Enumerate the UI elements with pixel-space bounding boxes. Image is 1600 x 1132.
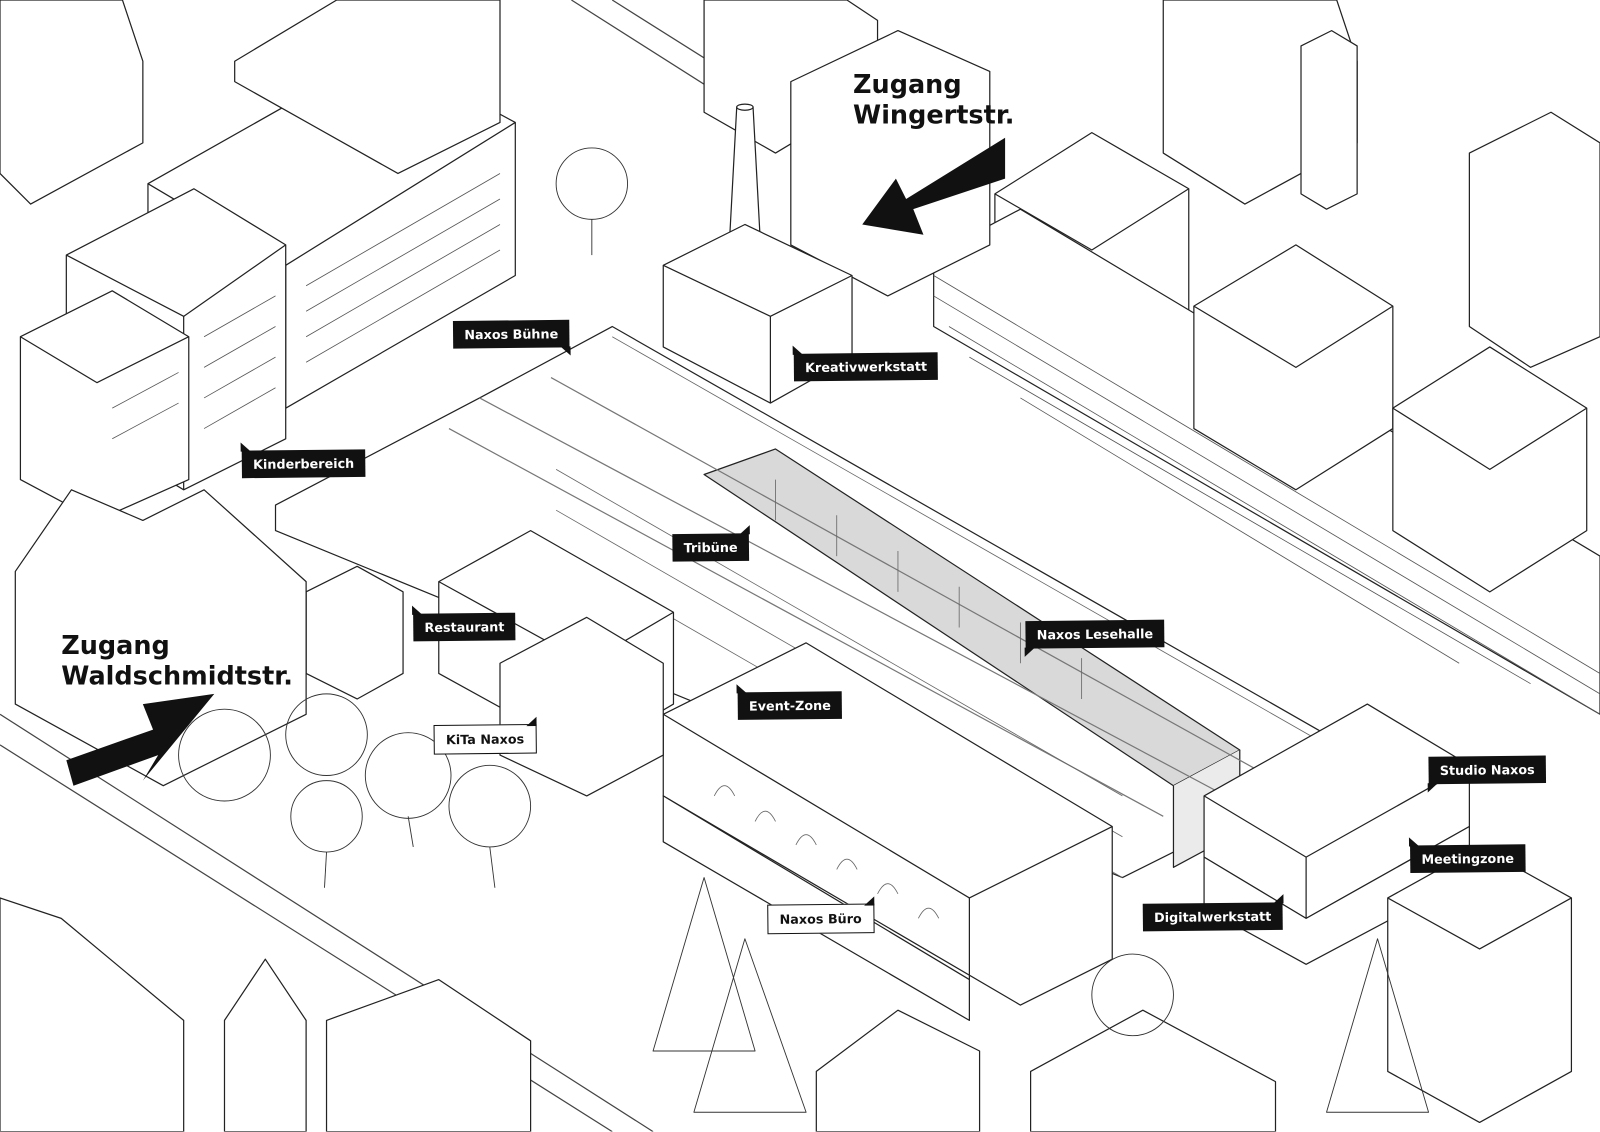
label-restaurant: Restaurant [413, 612, 516, 642]
access-label-waldschmidtstr: Zugang Waldschmidtstr. [61, 631, 293, 692]
arrow-waldschmidtstr-icon [66, 693, 215, 786]
label-naxos-buehne: Naxos Bühne [452, 319, 570, 349]
label-kreativwerkstatt: Kreativwerkstatt [793, 352, 939, 382]
trees [178, 147, 1430, 1113]
restaurant-kita-blocks [305, 529, 675, 797]
access-line2: Wingertstr. [853, 99, 1015, 130]
balconies-right [933, 275, 1600, 715]
left-houses [0, 489, 532, 1132]
buero-arches [713, 785, 940, 919]
label-naxos-lesehalle: Naxos Lesehalle [1025, 619, 1165, 649]
label-kinderbereich: Kinderbereich [241, 449, 366, 479]
label-event-zone: Event-Zone [737, 691, 843, 720]
access-line1: Zugang [853, 69, 962, 99]
label-digitalwerkstatt: Digitalwerkstatt [1142, 902, 1283, 932]
lesehalle-glass-roof [703, 448, 1241, 787]
access-line1: Zugang [61, 630, 170, 661]
access-label-wingertstr: Zugang Wingertstr. [853, 69, 1014, 130]
label-naxos-buero: Naxos Büro [767, 903, 875, 935]
access-line2: Waldschmidtstr. [61, 661, 293, 691]
background-buildings [0, 0, 1600, 368]
apartment-block-left [19, 50, 516, 522]
bottom-houses [815, 846, 1573, 1132]
label-studio-naxos: Studio Naxos [1428, 755, 1547, 785]
apartment-block-right [933, 132, 1600, 715]
label-meetingzone: Meetingzone [1410, 844, 1526, 874]
label-tribuene: Tribüne [672, 533, 749, 562]
windows-left-block [112, 173, 501, 440]
label-kita-naxos: KiTa Naxos [433, 723, 537, 755]
arrow-wingertstr-icon [862, 137, 1006, 235]
